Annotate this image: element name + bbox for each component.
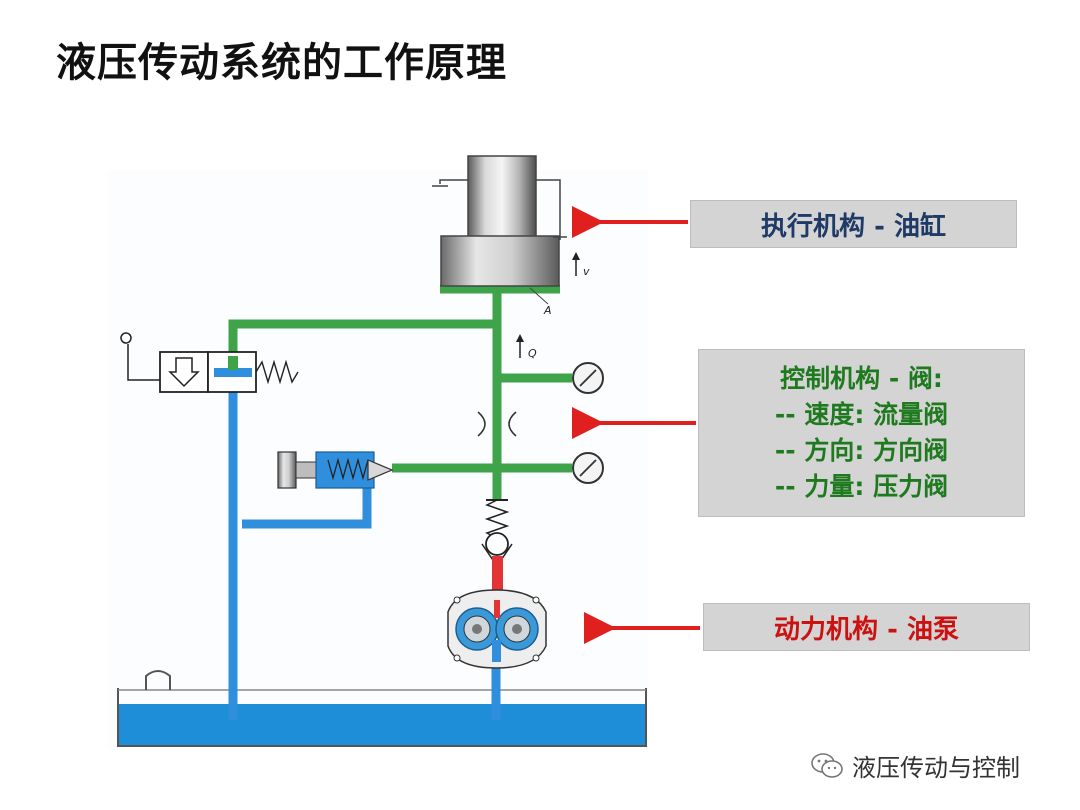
wechat-icon: [811, 752, 843, 778]
pressure-gauge-icon: [572, 362, 604, 394]
hydraulic-cylinder: [432, 155, 567, 305]
control-label-box: 控制机构 - 阀: -- 速度: 流量阀 -- 方向: 方向阀 -- 力量: 压…: [698, 349, 1025, 517]
power-label: 动力机构 - 油泵: [774, 614, 959, 645]
velocity-mark: v: [583, 265, 590, 278]
actuator-label: 执行机构 - 油缸: [761, 211, 946, 242]
pressure-gauge-icon: [572, 452, 604, 484]
actuator-label-box: 执行机构 - 油缸: [690, 200, 1017, 248]
control-label-item: -- 方向: 方向阀: [774, 436, 949, 465]
relief-valve: [277, 451, 394, 489]
diagram-backdrop: [108, 170, 648, 750]
watermark: 液压传动与控制: [810, 748, 1020, 783]
flow-mark: Q: [528, 347, 537, 360]
oil-tank: [117, 670, 647, 747]
area-mark: A: [543, 304, 552, 317]
control-label-item: -- 力量: 压力阀: [774, 472, 949, 501]
pump-outlet-line: [492, 556, 503, 620]
flow-arrow-icon: [516, 334, 524, 358]
throttle-valve-icon: [477, 411, 517, 437]
control-label-item: -- 速度: 流量阀: [774, 400, 949, 429]
slide-title: 液压传动系统的工作原理: [56, 40, 507, 86]
control-label-heading: 控制机构 - 阀:: [780, 364, 943, 393]
check-valve: [481, 499, 513, 568]
velocity-arrow-icon: [572, 252, 580, 276]
power-label-box: 动力机构 - 油泵: [703, 603, 1030, 651]
gear-pump: [447, 589, 547, 669]
directional-valve: [120, 332, 299, 393]
watermark-text: 液压传动与控制: [852, 754, 1020, 782]
